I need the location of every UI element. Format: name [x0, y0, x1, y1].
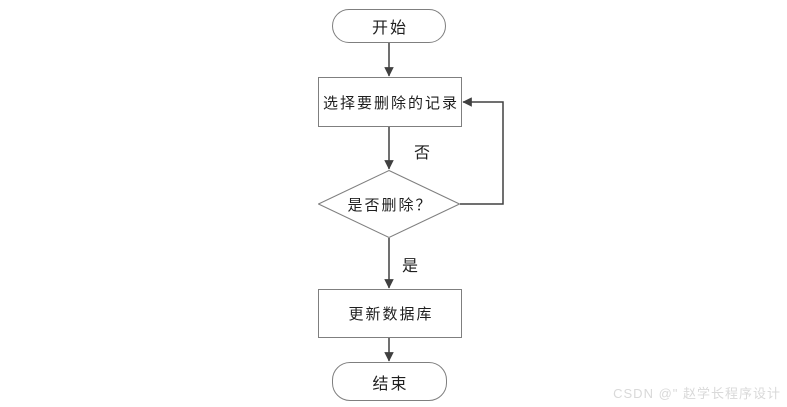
node-end-label: 结束: [372, 375, 409, 393]
node-update-database-label: 更新数据库: [348, 307, 434, 323]
node-end: 结束: [332, 362, 447, 401]
node-select-records-label: 选择要删除的记录: [322, 95, 459, 112]
diamond-shape: [318, 170, 460, 238]
node-start: 开始: [332, 9, 446, 43]
edge-label-no: 否: [414, 145, 431, 162]
watermark: CSDN @" 赵学长程序设计: [613, 386, 781, 401]
node-decision-label: 是否删除？: [347, 197, 433, 214]
node-decision: 是否删除？: [318, 170, 460, 238]
node-update-database: 更新数据库: [318, 289, 462, 338]
node-start-label: 开始: [371, 20, 408, 37]
node-select-records: 选择要删除的记录: [318, 77, 462, 127]
edge-decision-loop-to-select: [460, 97, 504, 205]
edge-label-yes: 是: [402, 258, 419, 275]
